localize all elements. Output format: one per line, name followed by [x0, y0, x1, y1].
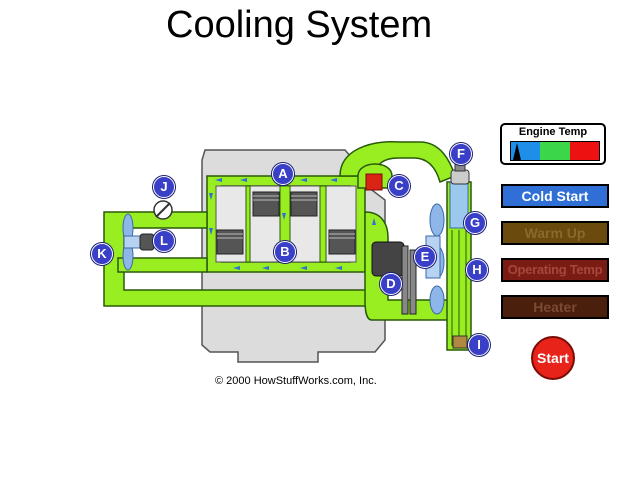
thermostat [365, 173, 383, 191]
label-a: A [272, 163, 294, 185]
return-hose [117, 257, 208, 273]
heater-fan [122, 213, 143, 271]
label-c: C [388, 175, 410, 197]
piston-rings [217, 195, 355, 239]
pump-pulley [401, 245, 417, 315]
page-title: Cooling System [166, 4, 433, 46]
heater-fan-motor [139, 233, 155, 251]
flow-arrows [209, 178, 376, 270]
label-d: D [380, 273, 402, 295]
radiator-core [451, 230, 467, 346]
start-button[interactable]: Start [531, 336, 575, 380]
radiator-cap [450, 169, 470, 185]
gauge-segment-hot [569, 142, 599, 160]
operating-temp-button[interactable]: Operating Temp [501, 258, 609, 282]
label-b: B [274, 241, 296, 263]
radiator-drain [452, 335, 468, 349]
label-i: I [468, 334, 490, 356]
copyright-notice: © 2000 HowStuffWorks.com, Inc. [215, 375, 377, 387]
label-k: K [91, 243, 113, 265]
label-f: F [450, 143, 472, 165]
warm-up-button[interactable]: Warm Up [501, 221, 609, 245]
label-g: G [464, 212, 486, 234]
cold-start-button[interactable]: Cold Start [501, 184, 609, 208]
gauge-bar [510, 141, 600, 161]
gauge-needle [513, 143, 521, 160]
label-h: H [466, 259, 488, 281]
gauge-title: Engine Temp [518, 126, 588, 138]
heater-button[interactable]: Heater [501, 295, 609, 319]
label-j: J [153, 176, 175, 198]
label-l: L [153, 230, 175, 252]
coolant-passages [245, 185, 327, 263]
gauge-segment-normal [540, 142, 570, 160]
water-pump [371, 241, 405, 277]
label-e: E [414, 246, 436, 268]
engine-temp-gauge: Engine Temp [500, 123, 606, 165]
